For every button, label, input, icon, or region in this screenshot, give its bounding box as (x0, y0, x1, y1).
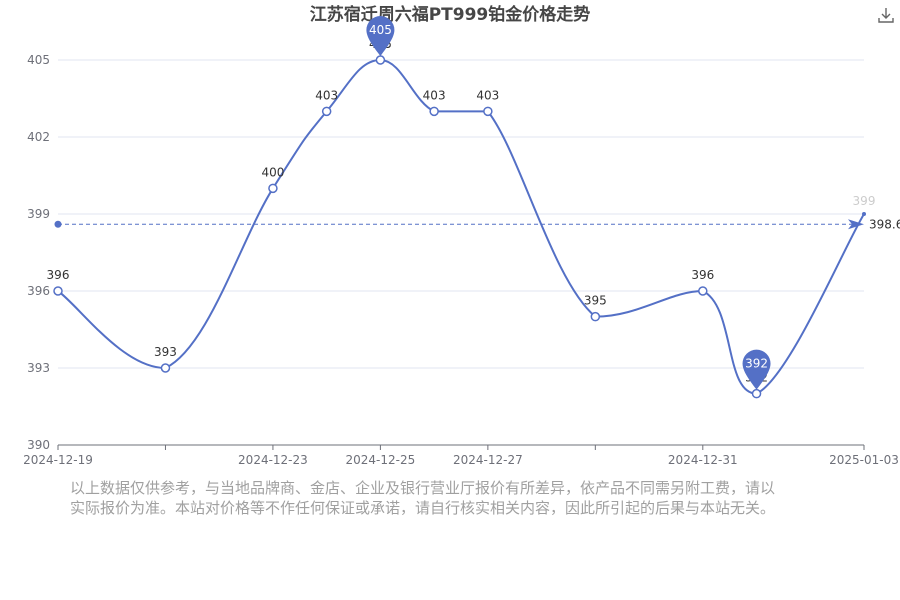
data-point (321, 106, 332, 117)
series-line (57, 58, 865, 395)
x-tick-label: 2024-12-19 (23, 453, 93, 467)
x-tick-label: 2024-12-27 (453, 453, 523, 467)
data-label: 403 (476, 88, 499, 102)
download-icon[interactable] (876, 5, 896, 25)
data-label: 403 (315, 88, 338, 102)
data-point (429, 106, 439, 117)
y-axis: 390 393 396 399 402 405 (27, 53, 50, 452)
x-tick-label: 2025-01-03 (829, 453, 899, 467)
price-line (57, 58, 865, 395)
disclaimer: 以上数据仅供参考，与当地品牌商、金店、企业及银行营业厅报价有所差异，依产品不同需… (70, 478, 850, 518)
data-point (862, 212, 866, 216)
y-tick-label: 399 (27, 207, 50, 221)
average-line-arrow (848, 219, 864, 230)
data-point (268, 183, 278, 194)
disclaimer-line-1: 以上数据仅供参考，与当地品牌商、金店、企业及银行营业厅报价有所差异，依产品不同需… (70, 479, 776, 497)
x-tick-label: 2024-12-31 (668, 453, 738, 467)
data-point (53, 286, 63, 296)
disclaimer-line-2: 实际报价为准。本站对价格等不作任何保证或承诺，请自行核实相关内容，因此所引起的后… (70, 499, 776, 517)
y-tick-label: 390 (27, 438, 50, 452)
data-point (751, 388, 762, 399)
data-label: 399 (853, 194, 876, 208)
data-point (160, 363, 171, 373)
data-label: 393 (154, 345, 177, 359)
extreme-markers: 405 392 (366, 16, 771, 390)
grid-lines (58, 59, 864, 369)
max-marker-label: 405 (369, 23, 392, 37)
min-marker (742, 349, 771, 390)
data-point (483, 106, 493, 117)
x-tick-label: 2024-12-25 (346, 453, 416, 467)
data-label: 396 (691, 268, 714, 282)
max-marker (366, 16, 395, 57)
y-tick-label: 393 (27, 361, 50, 375)
data-label: 403 (423, 88, 446, 102)
data-points: 396393400403405403403395396392399 (47, 37, 876, 399)
x-axis: 2024-12-19 2024-12-23 2024-12-25 2024-12-27… (23, 444, 899, 467)
y-tick-label: 396 (27, 284, 50, 298)
x-tick-label: 2024-12-23 (238, 453, 308, 467)
data-label: 400 (261, 165, 284, 179)
data-point (698, 286, 708, 296)
chart-title: 江苏宿迁周六福PT999铂金价格走势 (310, 4, 591, 25)
data-label: 396 (47, 268, 70, 282)
average-line-label: 398.6 (869, 217, 900, 231)
data-point (590, 311, 601, 322)
data-label: 395 (584, 294, 607, 308)
average-line: 398.6 (54, 217, 900, 231)
min-marker-label: 392 (745, 357, 768, 371)
data-point (375, 55, 386, 65)
y-tick-label: 405 (27, 53, 50, 67)
y-tick-label: 402 (27, 130, 50, 144)
